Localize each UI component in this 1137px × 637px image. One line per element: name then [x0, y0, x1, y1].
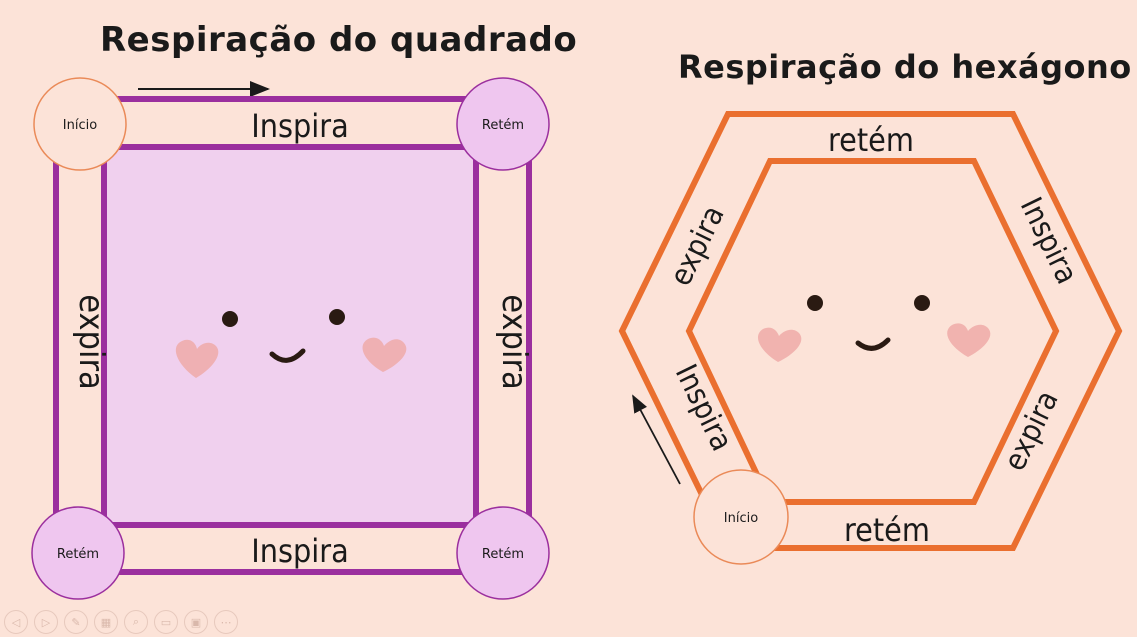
left-eye — [222, 311, 238, 327]
camera-icon[interactable]: ▣ — [184, 610, 208, 634]
square-hold-circle-top-right — [456, 77, 550, 171]
square-inner-frame — [101, 144, 479, 528]
square-hold-label-top-right: Retém — [482, 118, 524, 133]
hexagon-start-label: Início — [724, 511, 758, 526]
pen-icon[interactable]: ✎ — [64, 610, 88, 634]
subtitle-icon[interactable]: ▭ — [154, 610, 178, 634]
hexagon-diagram: retém retém Inspira expira expira Inspir… — [618, 111, 1123, 565]
right-eye — [329, 309, 345, 325]
square-outer-frame — [53, 96, 532, 575]
square-diagram: Inspira Inspira expira expira Início Ret… — [31, 77, 550, 600]
right-cheek-heart — [362, 337, 407, 372]
left-cheek-heart — [175, 339, 219, 378]
square-hold-label-bottom-left: Retém — [57, 547, 99, 562]
hexagon-top-label: retém — [828, 121, 914, 159]
hexagon-direction-arrow — [632, 394, 681, 485]
left-eye — [807, 295, 823, 311]
hexagon-start-circle — [693, 469, 789, 565]
presentation-controls: ◁ ▷ ✎ ▦ ⌕ ▭ ▣ ⋯ — [4, 610, 238, 634]
square-title: Respiração do quadrado — [100, 20, 578, 60]
prev-icon[interactable]: ◁ — [4, 610, 28, 634]
smile-mouth — [855, 337, 891, 351]
square-bottom-label: Inspira — [251, 532, 348, 570]
slides-icon[interactable]: ▦ — [94, 610, 118, 634]
right-cheek-heart — [947, 323, 991, 357]
square-face — [175, 309, 407, 378]
square-start-label: Início — [63, 118, 97, 133]
hexagon-bottom-label: retém — [844, 511, 930, 549]
hexagon-outer-frame — [618, 111, 1123, 551]
square-top-label: Inspira — [251, 107, 348, 145]
square-right-label: expira — [494, 294, 534, 390]
square-left-label: expira — [71, 294, 111, 390]
square-hold-circle-bottom-right — [456, 506, 550, 600]
right-eye — [914, 295, 930, 311]
hexagon-inner-frame — [685, 158, 1060, 505]
hexagon-face — [757, 295, 991, 362]
left-cheek-heart — [757, 327, 802, 362]
hexagon-title: Respiração do hexágono — [678, 48, 1132, 86]
square-start-circle — [33, 77, 127, 171]
square-hold-label-bottom-right: Retém — [482, 547, 524, 562]
zoom-icon[interactable]: ⌕ — [124, 610, 148, 634]
square-hold-circle-bottom-left — [31, 506, 125, 600]
smile-mouth — [269, 348, 306, 363]
more-icon[interactable]: ⋯ — [214, 610, 238, 634]
next-icon[interactable]: ▷ — [34, 610, 58, 634]
